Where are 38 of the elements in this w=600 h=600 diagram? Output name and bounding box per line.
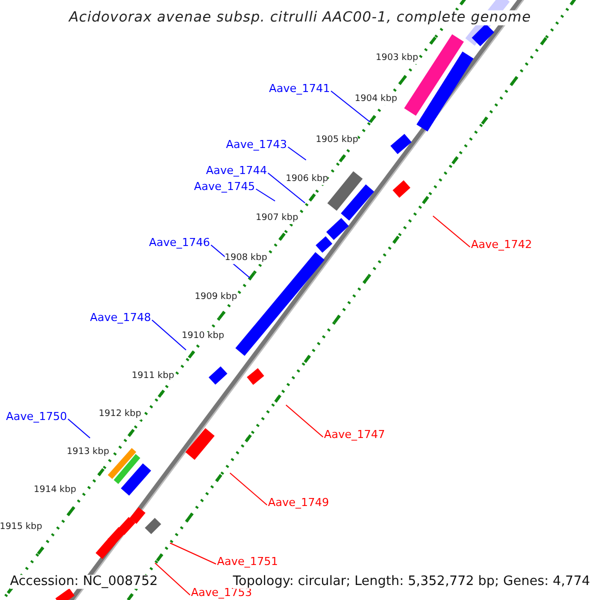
position-label: 1915 kbp [0,523,42,533]
position-label: 1903 kbp [376,54,418,64]
leader-line [230,472,268,506]
gene-label: Aave_1748 [90,312,151,324]
leader-line [286,404,324,438]
position-label: 1910 kbp [182,332,224,342]
position-label: 1913 kbp [66,448,110,458]
leader-line [268,172,306,204]
map-title: Acidovorax avenae subsp. citrulli AAC00-1, complete genome [68,10,532,26]
accession-text: Accession: NC_008752 [10,574,158,590]
leader-line [170,542,216,564]
leader-line [154,562,190,596]
position-label: 1907 kbp [256,214,298,224]
position-label: 1909 kbp [194,293,238,303]
gene-label: Aave_1743 [226,138,287,152]
gene-label: Aave_1746 [148,236,210,250]
leader-line [68,418,90,438]
position-label: 1904 kbp [354,95,398,105]
gene-label: Aave_1745 [194,180,255,194]
leader-line [432,216,470,248]
position-label: 1906 kbp [286,175,328,185]
position-label: 1912 kbp [98,410,142,420]
leader-line [256,188,276,202]
gene-label: Aave_1741 [268,82,330,96]
leader-line [330,90,370,122]
gene-label: Aave_1747 [324,428,386,442]
gene-label: Aave_1744 [206,164,267,178]
gene-label: Aave_1751 [217,556,278,568]
genome-info-text: Topology: circular; Length: 5,352,772 bp; Genes: 4,774 [232,574,590,590]
gene-label: Aave_1742 [471,238,532,252]
gene-label: Aave_1749 [268,496,330,510]
gene-label: Aave_1750 [6,410,67,424]
position-label: 1911 kbp [132,372,174,382]
leader-line [288,146,306,160]
position-label: 1914 kbp [34,486,76,496]
position-label: 1905 kbp [316,136,358,146]
leader-line [152,320,186,350]
position-label: 1908 kbp [224,254,268,264]
